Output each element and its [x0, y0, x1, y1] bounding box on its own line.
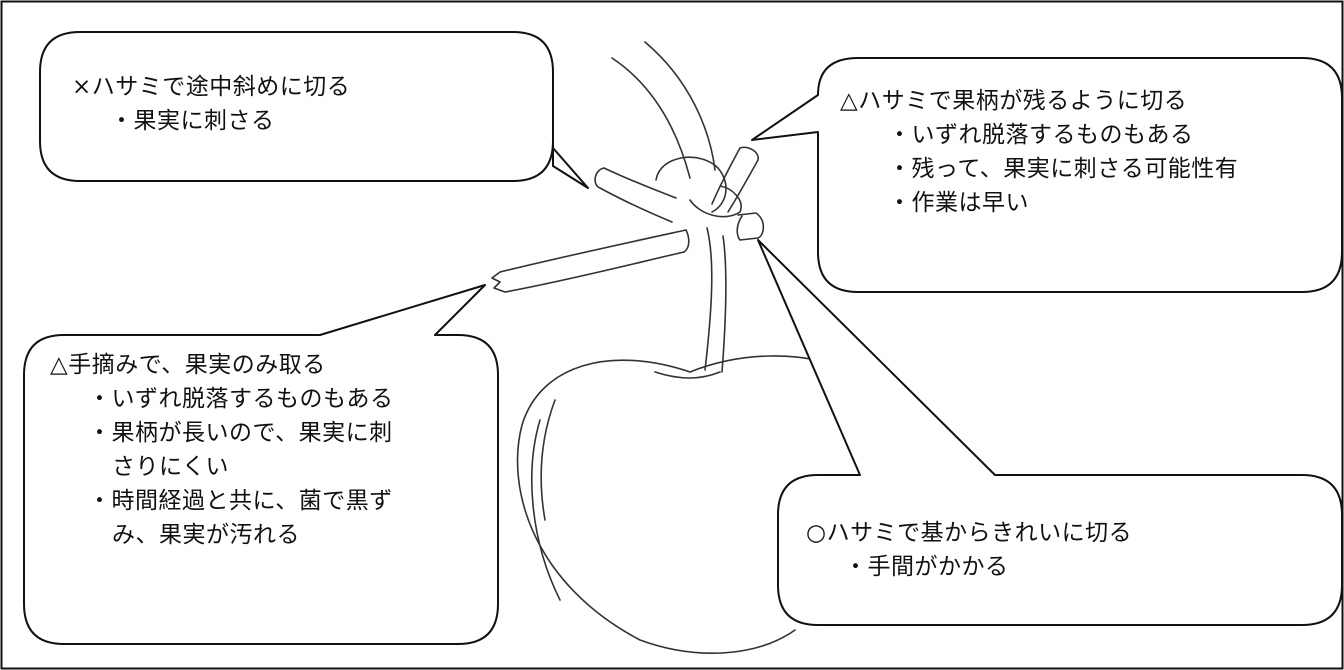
stub-stem-right	[711, 146, 759, 213]
callout-point-continued: み、果実が汚れる	[112, 522, 300, 548]
callout-clean-cut: ○ハサミで基からきれいに切る ・手間がかかる	[806, 516, 1132, 584]
fruit-stem	[704, 227, 727, 373]
callout-bubbles	[23, 31, 1343, 645]
callout-diagonal-cut: ×ハサミで途中斜めに切る ・果実に刺さる	[72, 70, 350, 138]
bubble-clean-cut	[757, 239, 1343, 626]
callout-point: ・手間がかかる	[844, 554, 1009, 580]
callout-heading: △ハサミで果柄が残るように切る	[840, 88, 1188, 114]
bubble-stem-remains	[751, 57, 1343, 293]
stub-small	[736, 212, 765, 241]
bubble-hand-pick	[23, 284, 499, 645]
cluster-knob	[655, 156, 727, 213]
stub-diagonal-left	[594, 167, 677, 223]
stem-joint	[683, 229, 690, 253]
callout-heading: △手摘みで、果実のみ取る	[50, 352, 326, 378]
stem-hand-picked	[491, 229, 687, 293]
callout-point: ・いずれ脱落するものもある	[888, 122, 1194, 148]
cluster-center	[689, 185, 742, 218]
callout-hand-pick: △手摘みで、果実のみ取る ・いずれ脱落するものもある ・果柄が長いので、果実に刺…	[50, 348, 394, 552]
callout-stem-remains: △ハサミで果柄が残るように切る ・いずれ脱落するものもある ・残って、果実に刺さ…	[840, 84, 1238, 220]
callout-point-continued: さりにくい	[112, 454, 230, 480]
callout-point: ・果柄が長いので、果実に刺	[88, 420, 393, 446]
callout-point: ・時間経過と共に、菌で黒ず	[88, 488, 393, 514]
bubble-diagonal-cut	[39, 31, 589, 189]
apple-sketch	[491, 41, 867, 654]
apple-left-shading	[531, 399, 561, 601]
callout-heading: ×ハサミで途中斜めに切る	[72, 74, 351, 100]
callout-point: ・残って、果実に刺さる可能性有	[888, 156, 1239, 182]
callout-point: ・作業は早い	[888, 190, 1029, 216]
branch-stalk	[611, 41, 716, 179]
callout-point: ・いずれ脱落するものもある	[88, 386, 394, 412]
callout-heading: ○ハサミで基からきれいに切る	[806, 520, 1133, 546]
apple-top-dimple	[654, 371, 721, 379]
callout-point: ・果実に刺さる	[110, 108, 275, 134]
